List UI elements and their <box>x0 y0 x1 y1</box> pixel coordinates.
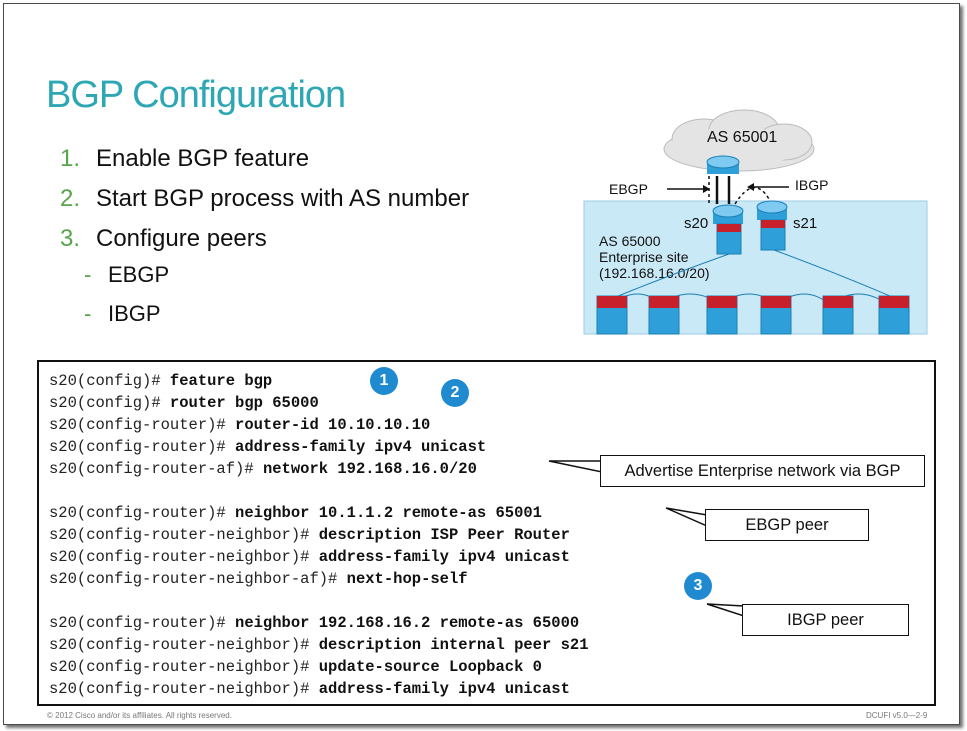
code-command: address-family ipv4 unicast <box>318 680 570 698</box>
code-command: router-id 10.10.10.10 <box>235 416 431 434</box>
access-switch-icon <box>648 295 680 335</box>
switch-s20-icon <box>712 204 744 255</box>
code-prompt: s20(config-router-af)# <box>49 460 263 478</box>
code-line: s20(config-router)# address-family ipv4 … <box>49 436 589 458</box>
code-line: s20(config-router-neighbor)# description… <box>49 524 589 546</box>
step-label: Enable BGP feature <box>96 145 310 172</box>
code-prompt: s20(config-router-neighbor)# <box>49 658 319 676</box>
ibgp-label: IBGP <box>795 177 828 193</box>
code-command: next-hop-self <box>346 570 468 588</box>
switch-s21-label: s21 <box>793 215 817 232</box>
access-switch-icon <box>822 295 854 335</box>
callout-ibgp-peer: IBGP peer <box>742 604 909 636</box>
code-line: s20(config-router)# neighbor 10.1.1.2 re… <box>49 502 589 524</box>
code-prompt: s20(config-router-neighbor)# <box>49 636 319 654</box>
code-line: s20(config)# feature bgp <box>49 370 589 392</box>
step-item: 2. Start BGP process with AS number <box>60 182 469 222</box>
code-prompt: s20(config-router-neighbor)# <box>49 548 319 566</box>
site-label-line3: (192.168.16.0/20) <box>599 265 710 281</box>
code-line <box>49 480 589 502</box>
code-line: s20(config-router-neighbor)# address-fam… <box>49 546 589 568</box>
callout-ebgp-peer: EBGP peer <box>705 509 869 541</box>
ebgp-label: EBGP <box>609 181 648 197</box>
step-item: 1. Enable BGP feature <box>60 142 469 182</box>
switch-s20-label: s20 <box>684 215 708 232</box>
site-label-line1: AS 65000 <box>599 233 661 249</box>
substep-label: EBGP <box>108 262 170 287</box>
slide-title: BGP Configuration <box>46 74 346 116</box>
cloud-icon <box>663 109 815 172</box>
code-command: network 192.168.16.0/20 <box>262 460 477 478</box>
code-line: s20(config-router)# router-id 10.10.10.1… <box>49 414 589 436</box>
code-prompt: s20(config-router)# <box>49 504 236 522</box>
code-command: description ISP Peer Router <box>318 526 570 544</box>
code-line: s20(config-router-neighbor)# address-fam… <box>49 678 589 700</box>
step-badge-1: 1 <box>370 367 398 395</box>
code-prompt: s20(config-router-neighbor-af)# <box>49 570 347 588</box>
code-command: address-family ipv4 unicast <box>235 438 487 456</box>
code-prompt: s20(config-router-neighbor)# <box>49 680 319 698</box>
access-switch-icon <box>596 295 628 335</box>
step-badge-2: 2 <box>441 379 469 407</box>
callout-advertise: Advertise Enterprise network via BGP <box>600 455 925 487</box>
code-line: s20(config-router)# neighbor 192.168.16.… <box>49 612 589 634</box>
substep-item: -IBGP <box>84 301 161 327</box>
access-switch-icon <box>706 295 738 335</box>
steps-list: 1. Enable BGP feature 2. Start BGP process… <box>60 142 469 262</box>
substep-dash: - <box>84 301 92 326</box>
slide: BGP Configuration 1. Enable BGP feature 2… <box>3 3 960 725</box>
code-line: s20(config-router-neighbor)# description… <box>49 634 589 656</box>
substep-item: -EBGP <box>84 262 169 288</box>
code-command: feature bgp <box>169 372 273 390</box>
switch-s21-icon <box>756 200 788 251</box>
code-line <box>49 590 589 612</box>
step-label: Start BGP process with AS number <box>96 185 470 212</box>
substep-label: IBGP <box>108 301 161 326</box>
code-prompt: s20(config-router)# <box>49 438 236 456</box>
code-command: update-source Loopback 0 <box>318 658 542 676</box>
code-command: address-family ipv4 unicast <box>318 548 570 566</box>
access-switch-icon <box>760 295 792 335</box>
code-prompt: s20(config-router-neighbor)# <box>49 526 319 544</box>
step-number: 3. <box>60 225 81 252</box>
step-badge-3: 3 <box>684 572 712 600</box>
code-line: s20(config-router-af)# network 192.168.1… <box>49 458 589 480</box>
access-switch-icon <box>878 295 910 335</box>
code-command: neighbor 10.1.1.2 remote-as 65001 <box>235 504 542 522</box>
code-command: router bgp 65000 <box>169 394 319 412</box>
code-prompt: s20(config-router)# <box>49 416 236 434</box>
code-prompt: s20(config)# <box>49 372 170 390</box>
substep-dash: - <box>84 262 92 287</box>
enterprise-site-area <box>583 200 928 335</box>
code-line: s20(config-router-neighbor-af)# next-hop… <box>49 568 589 590</box>
network-diagram: AS 65001 EBGP IBGP s20 s21 <box>583 109 928 335</box>
code-line: s20(config)# router bgp 65000 <box>49 392 589 414</box>
step-item: 3. Configure peers <box>60 222 469 262</box>
cloud-label: AS 65001 <box>707 129 777 146</box>
code-line: s20(config-router-neighbor)# update-sour… <box>49 656 589 678</box>
footer-copyright: © 2012 Cisco and/or its affiliates. All … <box>47 711 232 720</box>
code-prompt: s20(config-router)# <box>49 614 236 632</box>
code-prompt: s20(config)# <box>49 394 170 412</box>
step-number: 2. <box>60 185 81 212</box>
footer-course-code: DCUFI v5.0—2-9 <box>866 711 928 720</box>
code-command: neighbor 192.168.16.2 remote-as 65000 <box>235 614 580 632</box>
step-number: 1. <box>60 145 81 172</box>
isp-router-icon <box>706 155 740 174</box>
code-command: description internal peer s21 <box>318 636 589 654</box>
step-label: Configure peers <box>96 225 267 252</box>
site-label-line2: Enterprise site <box>599 249 689 265</box>
